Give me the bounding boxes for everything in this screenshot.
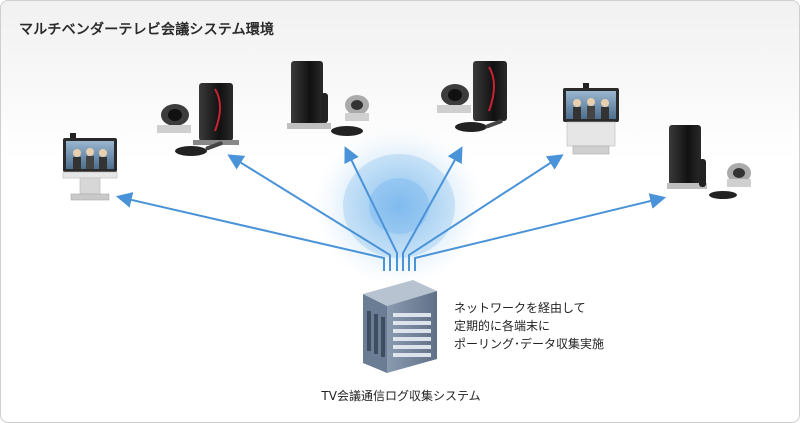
polling-description: ネットワークを経由して 定期的に各端末に ポーリング･データ収集実施 <box>454 299 604 353</box>
arrow-to-endpoint-3 <box>344 146 398 271</box>
server-icon <box>363 280 437 373</box>
arrow-to-endpoint-2 <box>227 154 391 271</box>
video-endpoint-5 <box>563 83 619 155</box>
polling-description-line: ネットワークを経由して <box>454 301 586 315</box>
polling-description-line: 定期的に各端末に <box>454 319 551 333</box>
video-endpoint-4 <box>437 61 507 132</box>
arrow-to-endpoint-6 <box>414 193 667 271</box>
arrow-to-endpoint-1 <box>115 192 385 271</box>
arrow-to-endpoint-4 <box>402 146 463 271</box>
diagram-title: マルチベンダーテレビ会議システム環境 <box>19 22 275 38</box>
polling-description-line: ポーリング･データ収集実施 <box>454 337 605 351</box>
video-endpoint-2 <box>157 83 239 156</box>
video-endpoint-1 <box>62 133 118 201</box>
video-endpoint-6 <box>667 125 751 199</box>
video-endpoint-3 <box>287 61 369 136</box>
signal-glow <box>313 126 485 286</box>
server-label: TV会議通信ログ収集システム <box>321 389 481 403</box>
polling-arrows <box>115 146 667 271</box>
arrow-to-endpoint-5 <box>408 154 564 271</box>
